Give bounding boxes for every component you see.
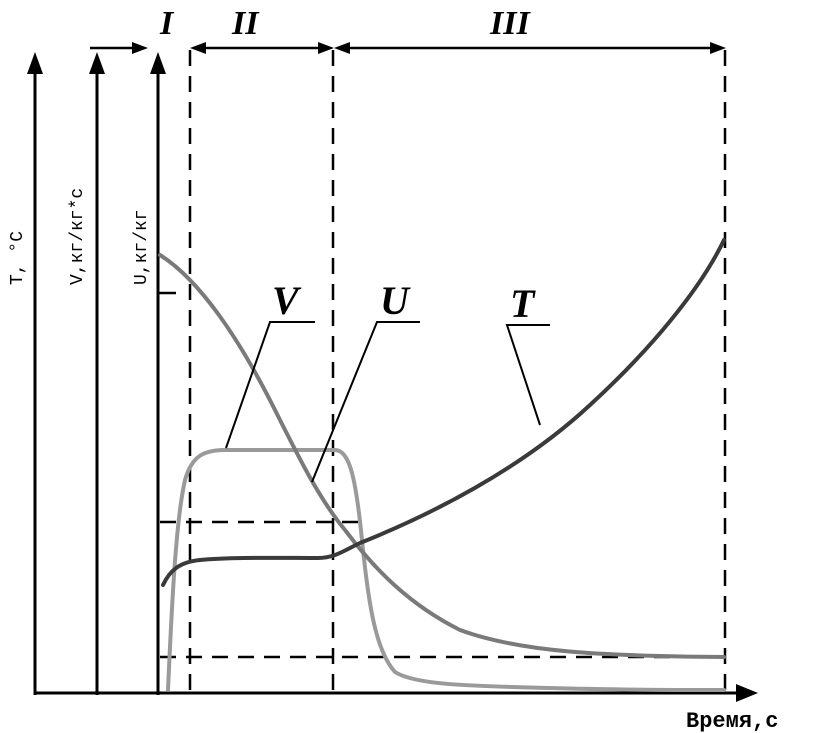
series-u-curve xyxy=(158,253,726,659)
x-axis-arrow xyxy=(736,684,758,702)
period-arrows xyxy=(90,42,726,54)
t-axis-arrow xyxy=(27,52,43,74)
u-axis-arrow xyxy=(150,52,166,74)
period-separators xyxy=(160,50,730,693)
period-label-2: II xyxy=(231,5,260,42)
period-2-arrowhead-right xyxy=(318,42,334,54)
v-axis-label: V,кг/кг*с xyxy=(68,188,88,285)
period-label-1: I xyxy=(159,5,175,42)
period-3-arrowhead-left xyxy=(334,42,350,54)
x-axis xyxy=(35,684,758,702)
y-axes xyxy=(27,52,166,695)
series-t-curve xyxy=(161,238,726,587)
t-axis-label: T, °C xyxy=(8,231,28,285)
curves xyxy=(158,238,726,692)
curve-leaders xyxy=(225,321,550,483)
period-3-arrowhead-right xyxy=(710,42,726,54)
v-leader xyxy=(225,321,315,449)
u-axis-label: U,кг/кг xyxy=(132,209,152,285)
period-2-arrowhead-left xyxy=(190,42,206,54)
series-u-label: U xyxy=(380,278,411,323)
t-leader xyxy=(505,324,550,426)
period-label-3: III xyxy=(489,5,531,42)
v-axis-arrow xyxy=(89,52,105,74)
series-t-label: T xyxy=(510,281,536,326)
u-leader xyxy=(311,321,420,483)
series-v-label: V xyxy=(272,278,302,323)
x-axis-label: Время,с xyxy=(686,709,778,733)
period-1-arrowhead xyxy=(132,42,148,54)
